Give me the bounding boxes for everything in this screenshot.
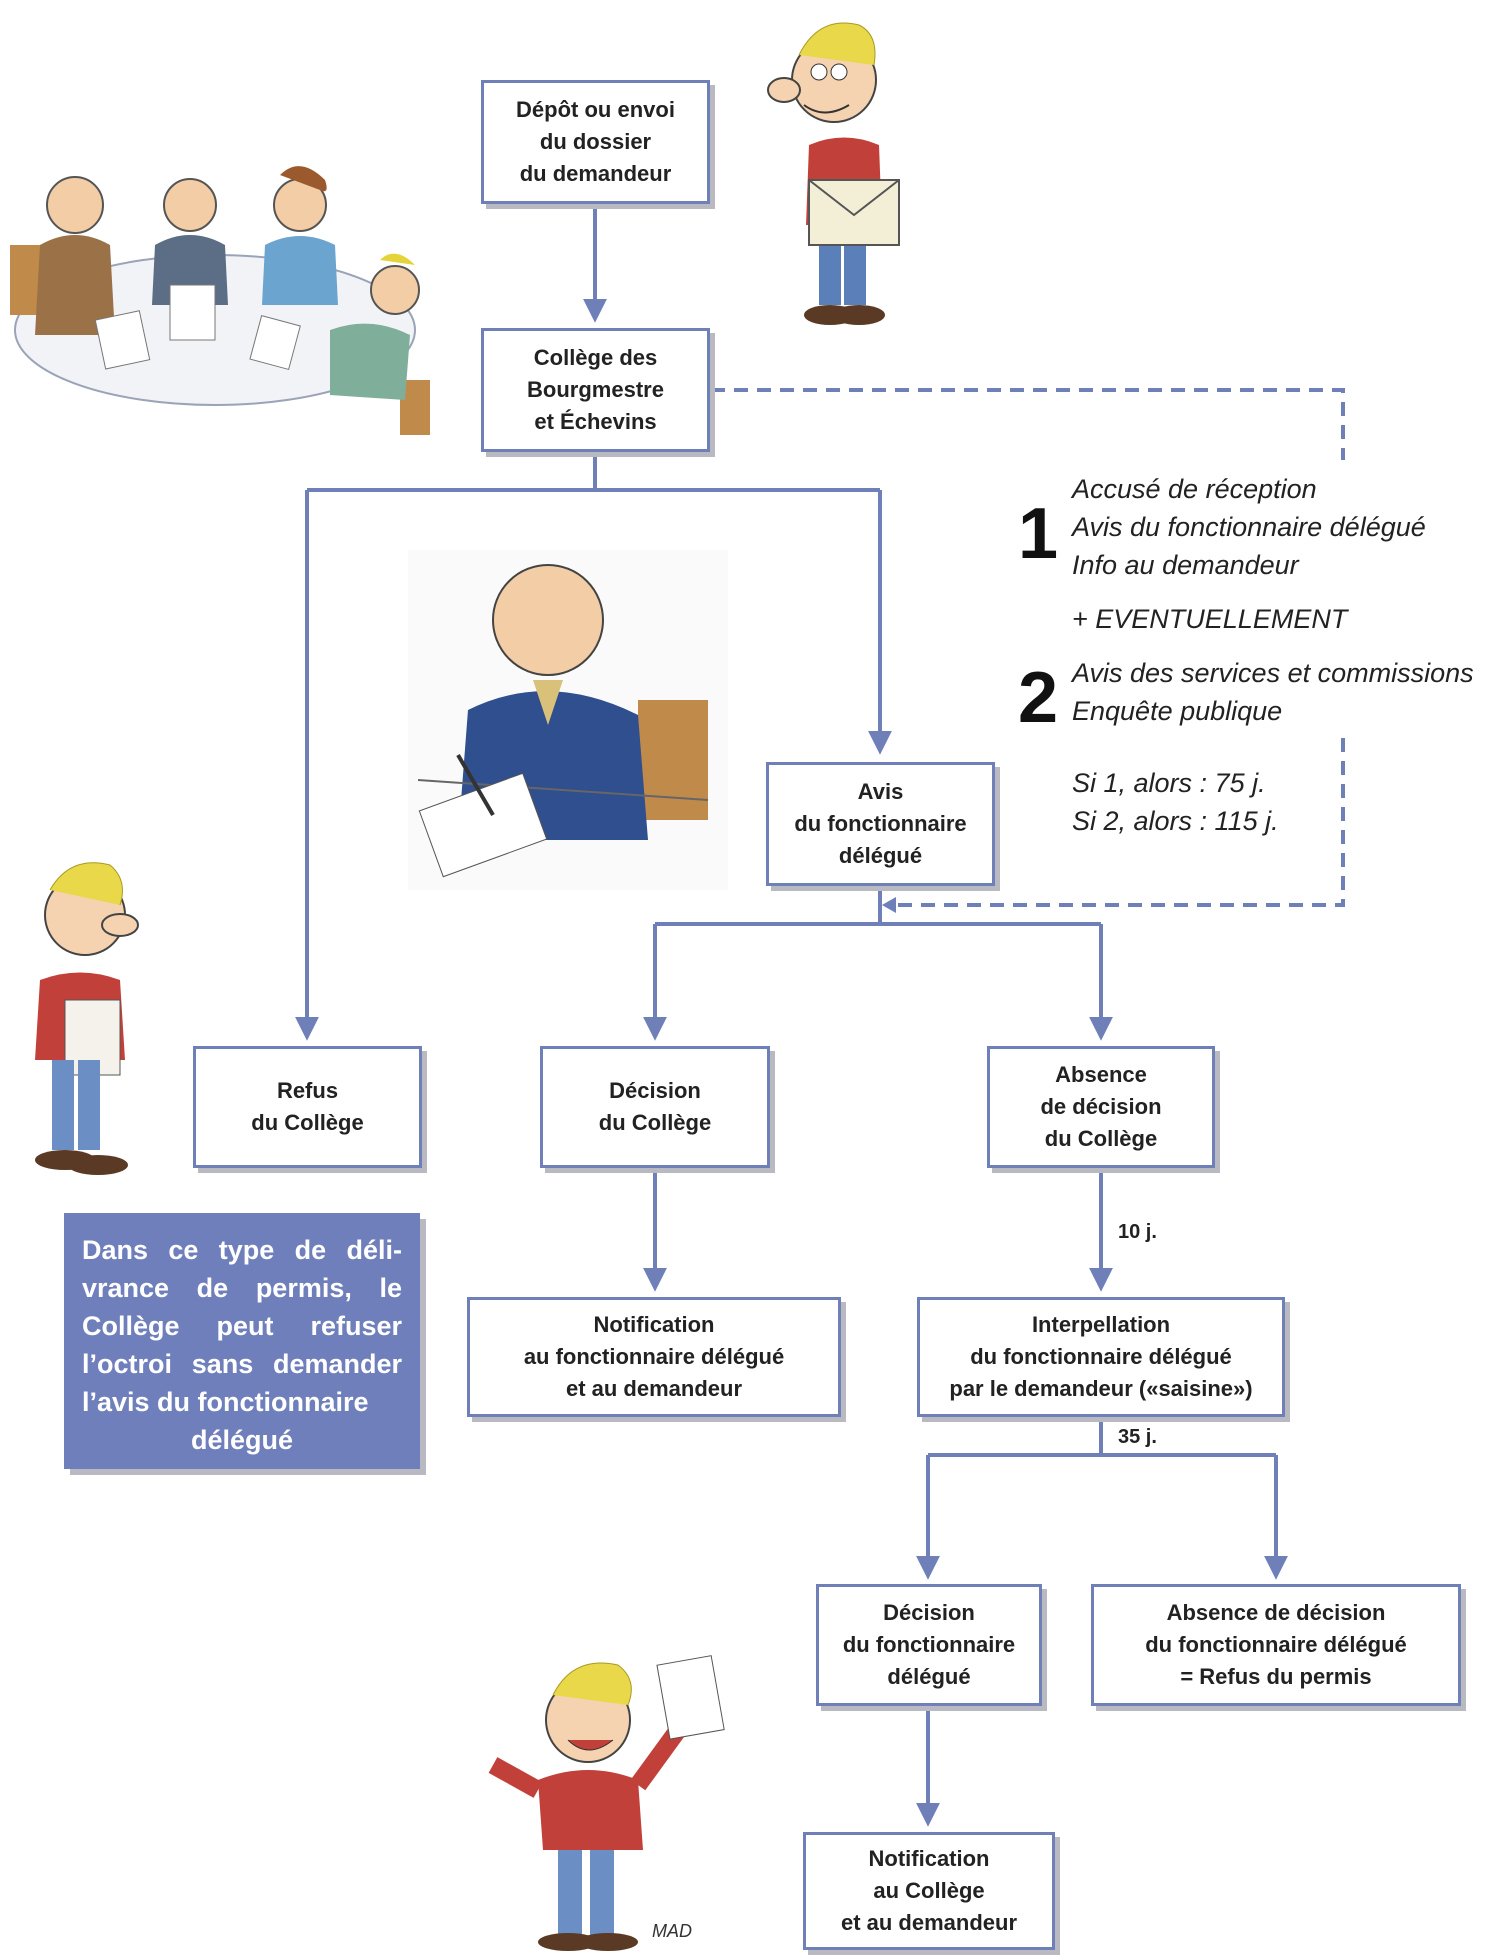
info-note-text: Dans ce type de déli- vrance de permis, … — [82, 1235, 402, 1417]
box-notif-college: Notification au Collège et au demandeur — [803, 1832, 1055, 1950]
box-decision-fd-line: du fonctionnaire — [842, 1632, 1016, 1657]
box-college-line: Collège des — [533, 345, 658, 370]
side-list-1-item: Avis du fonctionnaire délégué — [1072, 512, 1426, 542]
box-college: Collège des Bourgmestre et Échevins — [481, 328, 710, 452]
box-avis-fd-line: délégué — [838, 843, 923, 868]
side-list-2-item: Avis des services et commissions — [1072, 658, 1474, 688]
delay-10-days: 10 j. — [1118, 1221, 1157, 1243]
box-decision-fd-line: délégué — [887, 1664, 971, 1689]
box-absence-fd: Absence de décision du fonctionnaire dél… — [1091, 1584, 1461, 1706]
box-decision-college-line: du Collège — [598, 1110, 712, 1135]
box-depot-line: du demandeur — [519, 161, 672, 186]
official-signing-illustration — [408, 550, 728, 890]
delay-35-days: 35 j. — [1118, 1426, 1157, 1448]
box-depot-line: Dépôt ou envoi — [516, 97, 675, 122]
box-interpellation-line: du fonctionnaire délégué — [970, 1344, 1232, 1369]
box-college-line: et Échevins — [534, 409, 657, 434]
box-absence-college-line: du Collège — [1044, 1126, 1158, 1151]
box-avis-fd-line: Avis — [857, 779, 904, 804]
dashed-arrowhead — [882, 897, 896, 913]
delay-rule-2: Si 2, alors : 115 j. — [1072, 806, 1279, 836]
artist-signature: MAD — [652, 1921, 692, 1941]
box-notif-fd-line: et au demandeur — [565, 1376, 743, 1401]
step-number-1: 1 — [1018, 494, 1059, 574]
side-list-1: Accusé de réception Avis du fonctionnair… — [1072, 470, 1426, 584]
box-absence-fd-line: Absence de décision — [1166, 1600, 1386, 1625]
box-notif-fd-line: au fonctionnaire délégué — [523, 1344, 785, 1369]
step-number-2: 2 — [1018, 658, 1059, 738]
info-note: Dans ce type de déli- vrance de permis, … — [64, 1213, 420, 1469]
side-list-1-item: Info au demandeur — [1072, 550, 1299, 580]
side-list-1-item: Accusé de réception — [1072, 474, 1317, 504]
box-refus-line: Refus — [276, 1078, 339, 1103]
eventuellement-label: + EVENTUELLEMENT — [1072, 604, 1348, 634]
box-absence-fd-line: = Refus du permis — [1180, 1664, 1372, 1689]
meeting-illustration — [10, 166, 430, 435]
box-interpellation-line: Interpellation — [1031, 1312, 1171, 1337]
box-decision-fd: Décision du fonctionnaire délégué — [816, 1584, 1042, 1706]
box-absence-college-line: Absence — [1055, 1062, 1147, 1087]
side-list-2: Avis des services et commissions Enquête… — [1072, 654, 1474, 730]
box-interpellation-line: par le demandeur («saisine») — [949, 1376, 1253, 1401]
box-notif-college-line: au Collège — [873, 1878, 985, 1903]
box-notif-fd-line: Notification — [593, 1312, 715, 1337]
dashed-loop — [711, 388, 1345, 907]
box-interpellation: Interpellation du fonctionnaire délégué … — [917, 1297, 1285, 1417]
box-absence-fd-line: du fonctionnaire délégué — [1145, 1632, 1407, 1657]
happy-man-illustration — [488, 1655, 725, 1951]
delay-rule-1: Si 1, alors : 75 j. — [1072, 768, 1266, 798]
box-decision-college: Décision du Collège — [540, 1046, 770, 1168]
box-notif-college-line: Notification — [868, 1846, 990, 1871]
box-absence-college: Absence de décision du Collège — [987, 1046, 1215, 1168]
box-avis-fd-line: du fonctionnaire — [794, 811, 967, 836]
box-refus: Refus du Collège — [193, 1046, 422, 1168]
box-notif-fd: Notification au fonctionnaire délégué et… — [467, 1297, 841, 1417]
box-absence-college-line: de décision — [1040, 1094, 1162, 1119]
box-decision-college-line: Décision — [609, 1078, 701, 1103]
box-notif-college-line: et au demandeur — [840, 1910, 1018, 1935]
man-with-envelope-illustration — [767, 22, 900, 325]
thinking-man-illustration — [35, 862, 139, 1175]
box-decision-fd-line: Décision — [883, 1600, 975, 1625]
box-avis-fd: Avis du fonctionnaire délégué — [766, 762, 995, 886]
box-depot: Dépôt ou envoi du dossier du demandeur — [481, 80, 710, 204]
side-list-2-item: Enquête publique — [1072, 696, 1283, 726]
box-college-line: Bourgmestre — [527, 377, 664, 402]
box-refus-line: du Collège — [251, 1110, 364, 1135]
box-depot-line: du dossier — [539, 129, 652, 154]
info-note-last-word: délégué — [190, 1425, 294, 1455]
